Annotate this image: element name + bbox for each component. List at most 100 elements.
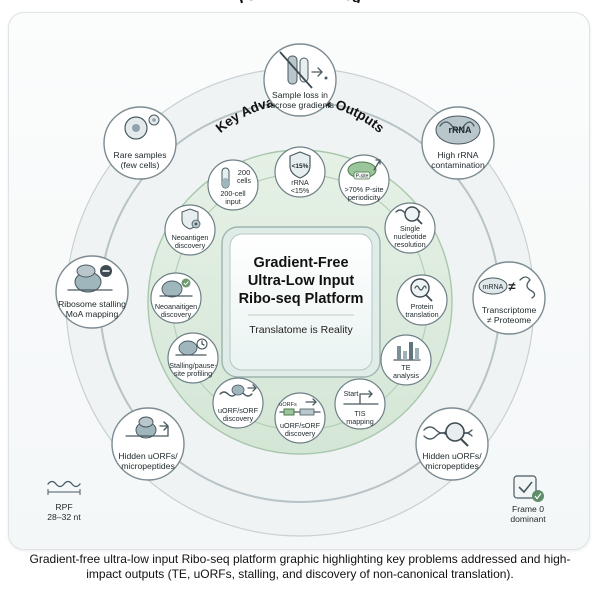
outer-node-label: Rare samples xyxy=(113,150,166,160)
outer-node-label: MoA mapping xyxy=(66,309,119,319)
inner-node-protein-translation: Protein translation xyxy=(396,274,448,326)
inner-node-stalling-profiling: Stalling/pause- site profiling xyxy=(167,332,219,384)
cells-icon xyxy=(124,114,160,140)
corner-rpf-label: 28–32 nt xyxy=(47,512,81,522)
tube-icon-text2: cells xyxy=(237,178,252,185)
outer-node-label: Transcriptome xyxy=(482,305,537,315)
flask-icon: P-site xyxy=(347,159,381,180)
inner-node-neoantigen: Neoantigen discovery xyxy=(164,204,216,256)
start-icon-text: Start xyxy=(344,391,359,398)
inner-node-200-cell: 200 cells 200-cell input xyxy=(207,159,259,211)
inner-node-label: uORF/sORF xyxy=(218,406,259,415)
outer-node-label: Ribosome stalling xyxy=(58,299,126,309)
mrna-protein-icon: mRNA ≠ xyxy=(478,276,536,299)
dna-track-icon xyxy=(219,384,257,397)
inner-node-label: Single xyxy=(400,224,420,233)
ribosome-clock-icon xyxy=(175,338,208,356)
inner-node-tis-mapping: Start TIS mapping xyxy=(334,378,386,430)
inner-node-label: mapping xyxy=(346,417,374,426)
ribosome-check-icon xyxy=(159,278,193,298)
inner-node-label: nucleotide xyxy=(394,232,427,241)
p-site-icon-text: P-site xyxy=(356,174,369,180)
tube-icon: 200 cells xyxy=(221,167,252,189)
inner-node-label: <15% xyxy=(291,186,310,195)
inner-node-p-site: P-site >70% P-site periodicity xyxy=(338,154,390,206)
bar-chart-icon xyxy=(393,342,421,361)
inner-node-label: rRNA xyxy=(291,178,309,187)
inner-node-label: translation xyxy=(405,310,438,319)
outer-node-transcriptome: mRNA ≠ Transcriptome ≠ Proteome xyxy=(472,261,546,335)
center-title-line1: Gradient-Free xyxy=(253,255,348,271)
inner-node-label: Neoanaitigen xyxy=(155,302,197,311)
outer-node-hidden-uorfs-right: Hidden uORFs/ micropeptides xyxy=(415,407,489,481)
inner-node-label: site profiling xyxy=(174,369,212,378)
inner-node-rrna-15: <15% rRNA <15% xyxy=(274,146,326,198)
shield-gear-icon xyxy=(181,208,201,230)
center-title-line2: Ultra-Low Input xyxy=(248,273,354,289)
outer-node-label: sucrose gradients xyxy=(266,100,334,110)
outer-node-label: (few cells) xyxy=(121,160,160,170)
inner-node-label: Stalling/pause- xyxy=(169,361,217,370)
outer-node-ribosome-stalling: Ribosome stalling MoA mapping xyxy=(55,255,129,329)
inner-node-label: discovery xyxy=(175,241,206,250)
svg-text:≠: ≠ xyxy=(508,279,515,294)
center-title-line3: Ribo-seq Platform xyxy=(239,291,364,307)
outer-node-label: micropeptides xyxy=(121,461,175,471)
frame-check-icon xyxy=(513,475,544,502)
inner-node-label: periodicity xyxy=(348,193,381,202)
outer-node-label: Hidden uORFs/ xyxy=(422,451,482,461)
inner-node-label: Neoantigen xyxy=(172,233,209,242)
outer-node-label: Sample loss in xyxy=(272,90,328,100)
uorf-track-icon: uORFs xyxy=(279,398,321,416)
ribosome-arrow-icon xyxy=(125,416,169,439)
inner-node-label: 200-cell xyxy=(220,189,246,198)
inner-node-label: discovery xyxy=(161,310,192,319)
inner-node-label: uORF/sORF xyxy=(280,421,321,430)
rrna-icon: rRNA xyxy=(435,115,481,145)
outer-node-label: High rRNA xyxy=(437,150,478,160)
outer-node-sample-loss: Sample loss in sucrose gradients xyxy=(263,43,337,117)
inner-node-neoanaitigen: Neoanaitigen discovery xyxy=(150,272,202,324)
outer-node-label: ≠ Proteome xyxy=(487,315,532,325)
magnifier-icon xyxy=(395,206,423,225)
corner-frame-label: dominant xyxy=(510,514,546,524)
corner-rpf-label: RPF xyxy=(55,502,72,512)
center-panel: Gradient-Free Ultra-Low Input Ribo-seq P… xyxy=(221,226,381,378)
outer-node-label: micropeptides xyxy=(425,461,479,471)
inner-node-label: analysis xyxy=(393,371,419,380)
inner-node-single-nucleotide: Single nucleotide resolution xyxy=(384,202,436,254)
outer-node-hidden-uorfs-left: Hidden uORFs/ micropeptides xyxy=(111,407,185,481)
inner-node-te-analysis: TE analysis xyxy=(380,334,432,386)
inner-node-label: TIS xyxy=(354,409,365,418)
rrna-icon-text: rRNA xyxy=(448,125,472,135)
inner-node-label: discovery xyxy=(285,429,316,438)
outer-node-rare-samples: Rare samples (few cells) xyxy=(103,106,177,180)
inner-node-label: resolution xyxy=(394,240,425,249)
shield-icon-text: <15% xyxy=(292,163,309,170)
outer-title: Problems Solved xyxy=(236,0,363,7)
uorf-icon-text: uORFs xyxy=(279,402,297,408)
start-arrow-icon: Start xyxy=(343,390,379,405)
inner-node-label: input xyxy=(225,197,241,206)
inner-node-label: Protein xyxy=(411,302,434,311)
inner-node-uorf-bottom: uORFs uORF/sORF discovery xyxy=(274,392,326,444)
ribosome-stalled-icon xyxy=(67,264,113,293)
inner-node-label: >70% P-site xyxy=(345,185,384,194)
center-tagline: Translatome is Reality xyxy=(249,324,353,336)
mrna-icon-text: mRNA xyxy=(483,284,504,291)
corner-frame-label: Frame 0 xyxy=(512,504,544,514)
shield-icon: <15% xyxy=(289,151,311,179)
corner-frame: Frame 0 dominant xyxy=(510,475,546,524)
outer-title-text: Problems Solved xyxy=(236,0,363,7)
inner-node-label: discovery xyxy=(223,414,254,423)
magnifier-dna-icon xyxy=(423,422,473,447)
corner-rpf: RPF 28–32 nt xyxy=(47,480,81,522)
inner-node-label: TE xyxy=(401,363,410,372)
outer-node-label: contamination xyxy=(431,160,485,170)
figure-caption: Gradient-free ultra-low input Ribo-seq p… xyxy=(29,552,571,581)
rpf-wave-icon xyxy=(47,480,81,495)
outer-node-high-rrna: rRNA High rRNA contamination xyxy=(421,106,495,180)
magnifier-protein-icon xyxy=(410,278,433,302)
